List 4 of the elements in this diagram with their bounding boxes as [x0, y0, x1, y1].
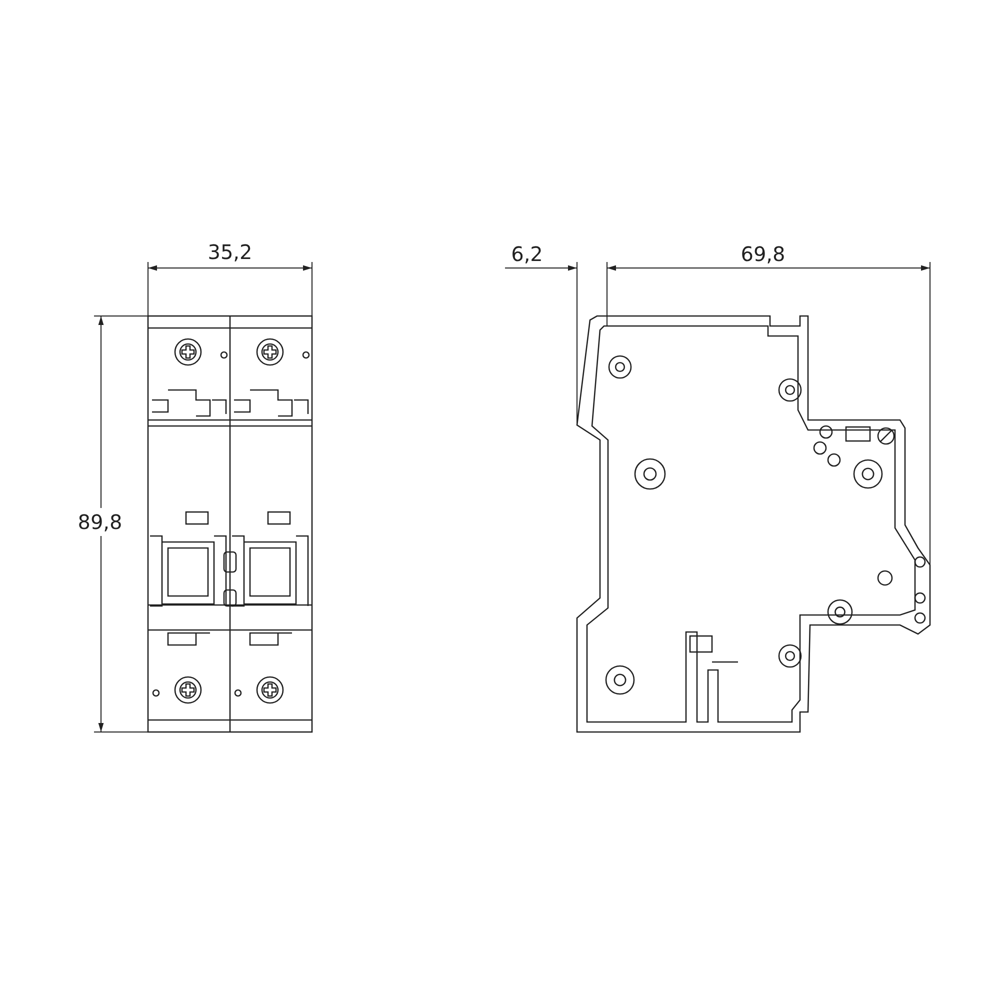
dimension-label: 69,8 — [740, 244, 786, 264]
dimension-label: 89,8 — [78, 512, 122, 532]
dimension-label: 6,2 — [511, 244, 543, 264]
dimension-label: 35,2 — [208, 242, 252, 262]
